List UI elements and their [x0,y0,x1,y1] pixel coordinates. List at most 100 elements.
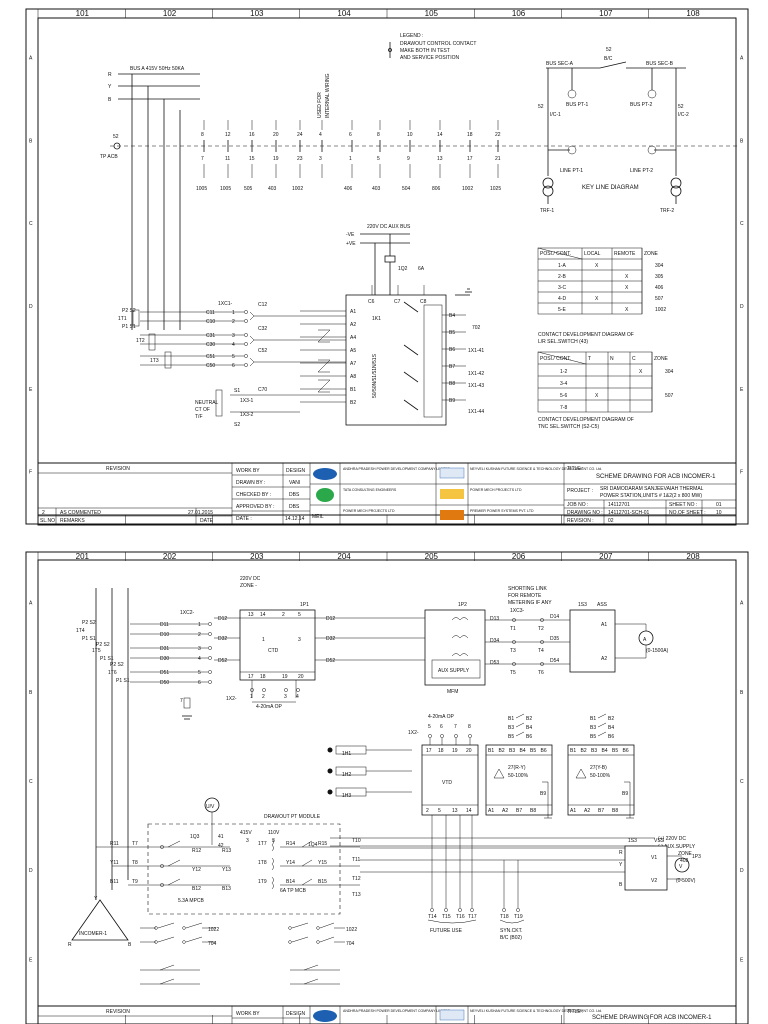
future-dot-0-icon [430,908,434,912]
tnc-head-0: POSI./ CONT. [540,356,571,362]
ct-p2s2: P2 S2 [122,308,136,314]
ct-term-3: 3 [232,333,235,339]
revision-head-2: REVISION [106,1009,130,1015]
phase-b: B [108,97,112,103]
vss-term-v1: V1 [651,855,657,861]
dc-zone-1: 220V DC [240,576,261,582]
zone-label-102: 102 [163,9,177,18]
vss-term-v2: V2 [651,878,657,884]
d-term-dot-5-icon [208,670,212,674]
zone-row-right-A: A [740,601,744,607]
drawing-value: 14112701-SCH-01 [608,510,650,516]
d-mid-b-2: D52 [326,658,335,664]
trf-2: TRF-2 [660,208,674,214]
job-label: JOB NO : [567,502,588,508]
vtd-top-2: 19 [452,748,458,754]
contact-bottom-11: 21 [495,156,501,162]
d-term-dot-4-icon [208,656,212,660]
ct-term-dot-6-icon [244,363,248,367]
ammeter-symbol: A [643,637,647,643]
relay-tag-1-4: B5 [590,734,596,740]
incomer: INCOMER-1 Y R B [68,896,132,948]
contact-ref-0: 1005 [196,186,207,192]
legend-line-1: DRAWOUT CONTROL CONTACT [400,41,476,47]
zone-row-right-B: B [740,138,744,144]
pt-mcb-1-icon [301,859,313,867]
lr-r2-c0: 3-C [558,285,566,291]
mfm-coil-2-icon [451,635,469,639]
title-label-2: TITLE : [567,1009,583,1015]
lr-r1-c0: 2-B [558,274,566,280]
fuse-rating: 6A [418,266,425,272]
lr-caption-1: CONTACT DEVELOPMENT DIAGRAM OF [538,332,634,338]
earth-num: 7 [180,698,183,704]
ammeter-range: (0-1500A) [646,648,669,654]
relay-ry-bottom-A1: A1 [488,808,494,814]
td-bottom-3: 20 [298,674,304,680]
design-2: DESIGN [286,1011,306,1017]
mpcb-label: 5.3A MPCB [178,898,205,904]
relay-tag-contact-0-0-icon [515,713,525,719]
td-out-2-icon [284,688,288,692]
uv-label: U/V [206,804,215,810]
d-term-3: 3 [198,646,201,652]
td-top-0: 13 [248,612,254,618]
relay-tag-contact-1-0-icon [597,713,607,719]
title-label: TITLE : [567,466,583,472]
d-term-5: 5 [198,670,201,676]
consultant-2-name: TATA CONSULTING ENGINEERS [343,488,397,492]
pt-tleft-T9: T9 [132,879,138,885]
pt-ratio-2: 3 [272,838,275,844]
zone-label-202: 202 [163,552,177,561]
pt-left-B11: B11 [110,879,119,885]
relay-tag-1-1: B2 [608,716,614,722]
relay-right-B9: B9 [449,398,455,404]
contact-top-0: 8 [201,132,204,138]
relay-right-B6: B6 [449,347,455,353]
dc-bus-pos: +VE [346,241,356,247]
tnc-r2-c4: 507 [665,393,674,399]
bottom-ref-l-0: 1022 [208,927,219,933]
contact-ref-6: 403 [372,186,381,192]
phase-y: Y [108,84,112,90]
ct-term-4: 4 [232,342,235,348]
trf-2-icon [670,177,682,189]
vtd-term-2: 7 [454,724,457,730]
bottom-ref-l-1: 704 [208,941,217,947]
pt-coil-0-icon [271,838,274,852]
relay-yb-side: B9 [622,791,628,797]
relay-tag-1-2: B3 [590,725,596,731]
tnc-head-4: ZONE [654,356,669,362]
contact-bottom-2: 15 [249,156,255,162]
fuse-icon [384,255,396,263]
zone-label-103: 103 [250,9,264,18]
pt-mcb-2-icon [301,878,313,886]
bottom-l-dot-1-1-icon [182,940,186,944]
contact-top-8: 10 [407,132,413,138]
ct-zigzag-2-icon [317,379,331,393]
mfm: 1P2 AUX SUPPLY MFM D13 D34 D53 [424,602,499,695]
legend-title: LEGEND : [400,33,423,39]
zone-row-right-E: E [740,957,744,963]
relay-top-C7: C7 [394,299,401,305]
incomer-phase-b: B [128,942,132,948]
tnc-r0-c0: 1-2 [560,369,567,375]
bus-pt-2-icon [647,89,657,99]
relay-tag-1-3: B4 [608,725,614,731]
sync-dot-0-icon [502,908,506,912]
d-mid-a-0: D12 [218,616,227,622]
revision-head: REVISION [106,466,130,472]
d-term-1: 1 [198,622,201,628]
zone-label-206: 206 [512,552,526,561]
key-line-diagram: BUS SEC-A BUS SEC-B 52 B/C BUS PT-1 BUS … [538,47,689,214]
relay-model: 50/50N/51/51N/51S [372,353,378,398]
pt-tright-T13: T13 [352,892,361,898]
consultant-logo [316,488,334,502]
ct-s1: S1 [234,388,240,394]
ct-left-C31: C31 [206,333,215,339]
